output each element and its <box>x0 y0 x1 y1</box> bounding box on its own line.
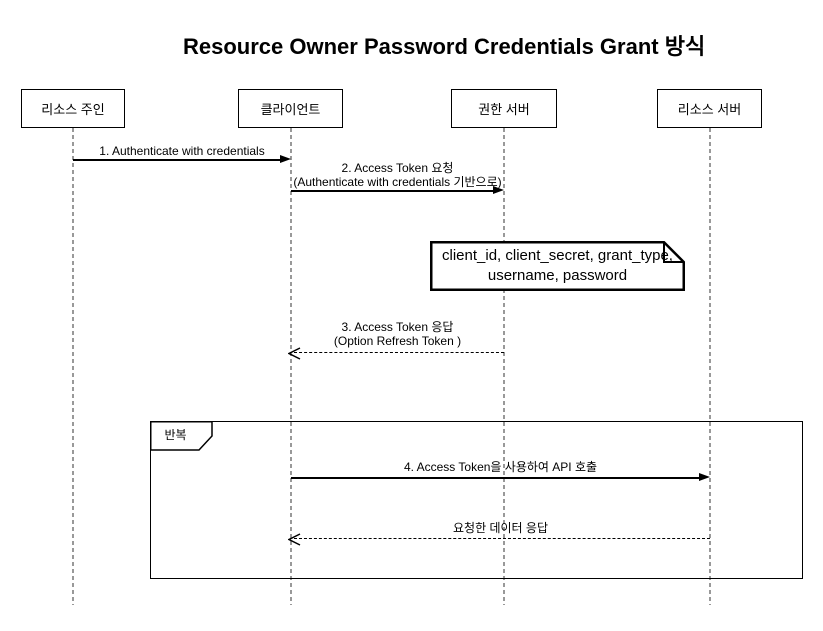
message-3-line1: 3. Access Token 응답 <box>341 320 454 334</box>
arrowhead-open-left-icon <box>288 347 301 360</box>
message-2-label: 2. Access Token 요청 (Authenticate with cr… <box>291 161 504 189</box>
loop-fragment: 반복 <box>149 420 803 579</box>
actor-label: 리소스 서버 <box>677 102 742 117</box>
actor-resource-server: 리소스 서버 <box>657 89 762 128</box>
diagram-title: Resource Owner Password Credentials Gran… <box>183 34 706 59</box>
lifeline-auth-server <box>503 128 505 605</box>
arrowhead-right-icon <box>493 186 504 194</box>
note-shape-icon <box>430 241 685 291</box>
message-3-line2: (Option Refresh Token ) <box>333 334 462 348</box>
message-4-label: 4. Access Token을 사용하여 API 호출 <box>403 460 598 474</box>
arrowhead-right-icon <box>280 155 291 163</box>
note-credentials: client_id, client_secret, grant_type, us… <box>430 241 685 291</box>
message-4-line <box>291 477 699 479</box>
message-5-line <box>294 538 710 539</box>
message-2-line1: 2. Access Token 요청 <box>341 161 454 175</box>
note-line1: client_id, client_secret, grant_type, <box>442 247 673 264</box>
message-2-line2: (Authenticate with credentials 기반으로) <box>293 175 502 189</box>
lifeline-resource-owner <box>72 128 74 605</box>
actor-client: 클라이언트 <box>238 89 343 128</box>
loop-label-tag: 반복 <box>149 420 214 451</box>
loop-label: 반복 <box>164 428 187 442</box>
message-3-line <box>294 352 504 353</box>
note-line2: username, password <box>487 267 628 284</box>
actor-label: 권한 서버 <box>478 102 530 117</box>
message-1-line <box>73 159 280 161</box>
message-1-label: 1. Authenticate with credentials <box>99 144 265 158</box>
note-text: client_id, client_secret, grant_type, us… <box>430 246 685 286</box>
arrowhead-right-icon <box>699 473 710 481</box>
actor-label: 리소스 주인 <box>41 102 105 117</box>
message-5-label: 요청한 데이터 응답 <box>453 521 548 535</box>
lifeline-resource-server <box>709 128 711 605</box>
message-2-line <box>291 190 493 192</box>
arrowhead-open-left-icon <box>288 533 301 546</box>
lifeline-client <box>290 128 292 605</box>
loop-tag-shape-icon <box>149 420 213 451</box>
actor-auth-server: 권한 서버 <box>451 89 557 128</box>
actor-label: 클라이언트 <box>260 102 321 117</box>
message-3-label: 3. Access Token 응답 (Option Refresh Token… <box>291 320 504 348</box>
actor-resource-owner: 리소스 주인 <box>21 89 125 128</box>
